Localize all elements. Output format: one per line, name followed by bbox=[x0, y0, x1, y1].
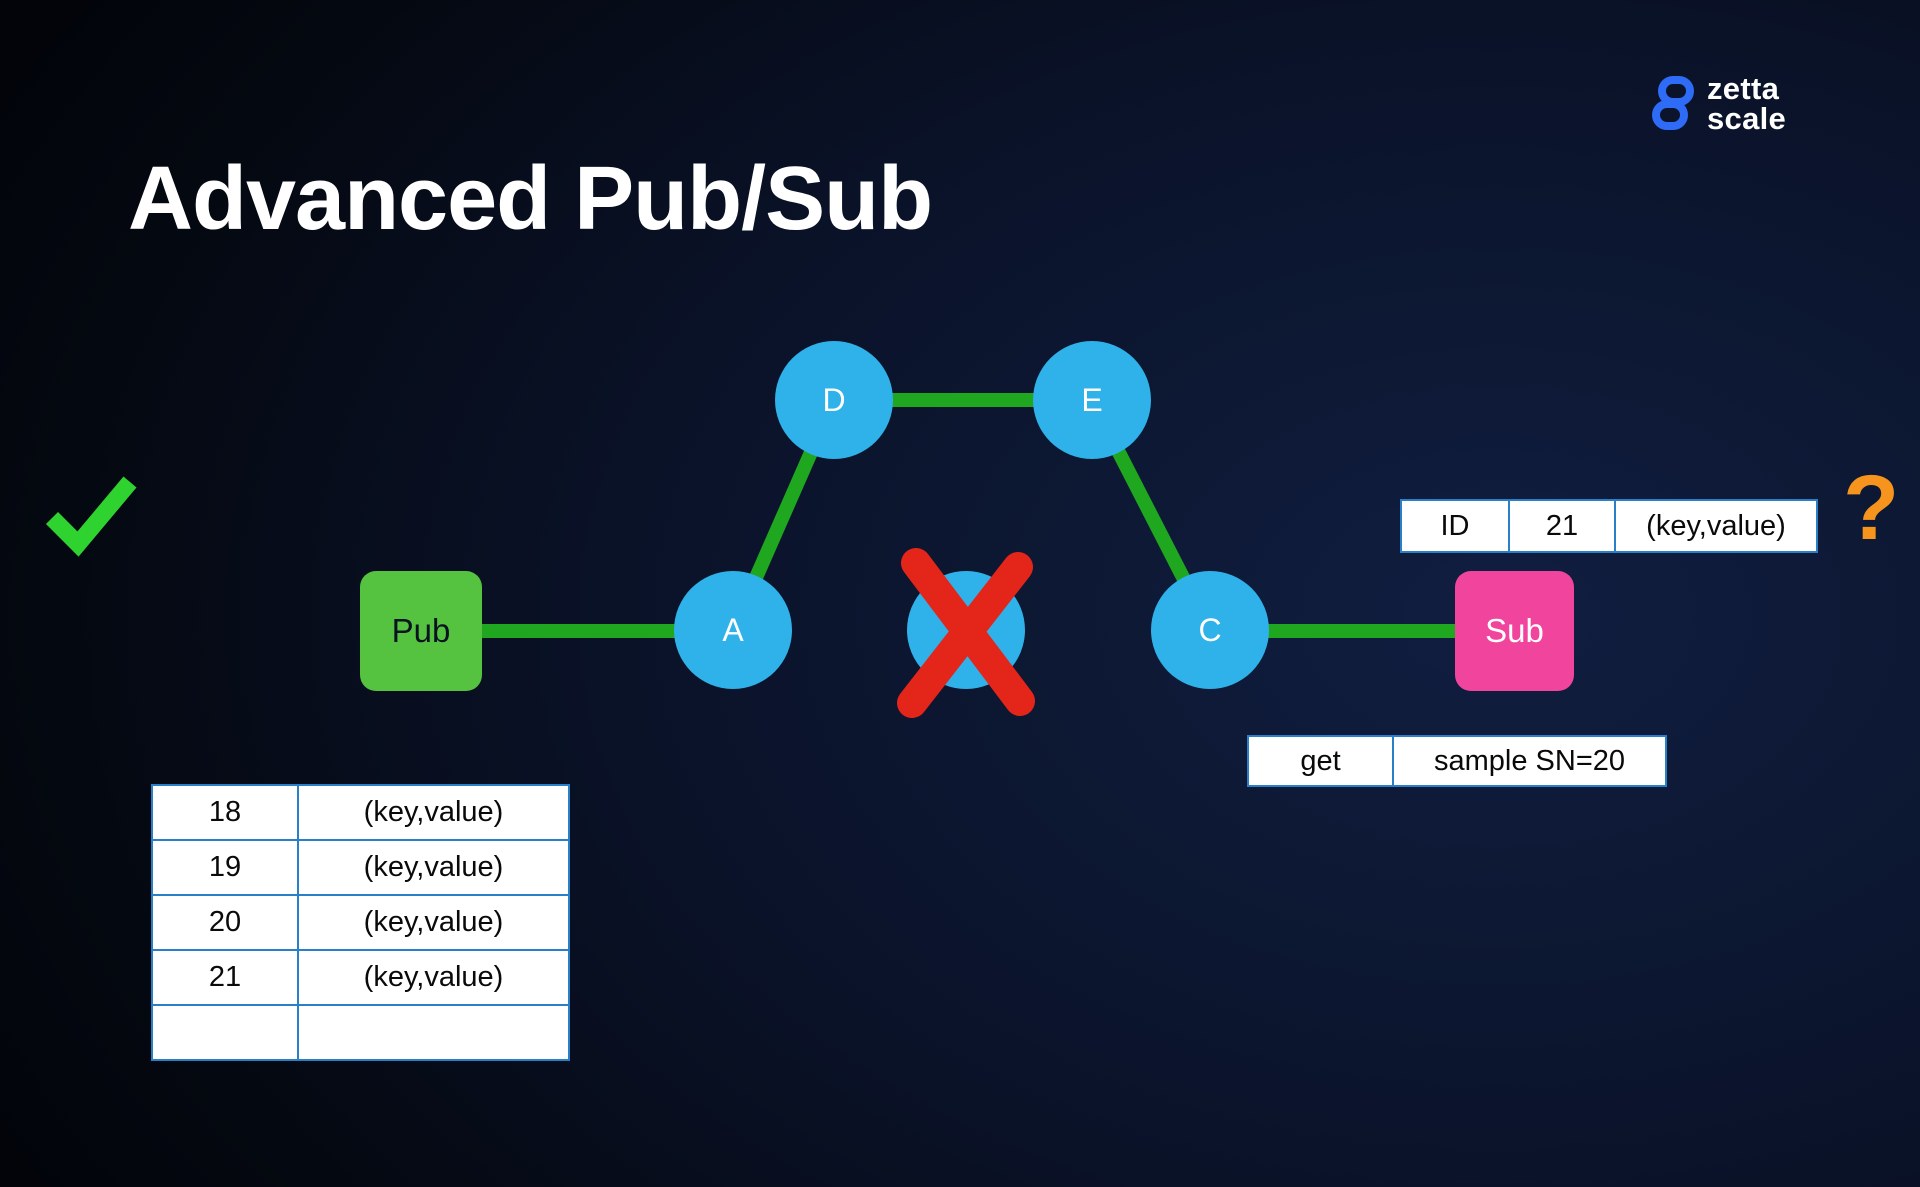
node-d-label: D bbox=[822, 381, 846, 418]
table-row-empty bbox=[153, 1006, 568, 1059]
value-cell: (key,value) bbox=[363, 906, 504, 938]
table-row: 19 (key,value) bbox=[153, 841, 568, 896]
zettascale-logo-icon bbox=[1652, 75, 1694, 130]
node-sub-label: Sub bbox=[1485, 612, 1544, 649]
node-pub-label: Pub bbox=[391, 612, 451, 649]
node-e-label: E bbox=[1081, 381, 1103, 418]
value-cell: (key,value) bbox=[363, 851, 504, 883]
node-sub: Sub bbox=[1455, 571, 1574, 691]
sn-cell: 21 bbox=[153, 951, 299, 1004]
x-mark-icon bbox=[897, 548, 1035, 718]
table-row: 18 (key,value) bbox=[153, 786, 568, 841]
sn-cell bbox=[153, 1006, 299, 1059]
get-cell: get bbox=[1249, 737, 1394, 785]
sn-cell: 20 bbox=[153, 896, 299, 949]
value-cell bbox=[299, 1006, 568, 1059]
check-icon bbox=[45, 476, 137, 557]
sample-cell: sample SN=20 bbox=[1433, 744, 1626, 777]
zettascale-logo-text: zetta scale bbox=[1707, 71, 1787, 136]
id-table: ID 21 (key,value) bbox=[1400, 499, 1818, 553]
id-table-header-cell: ID bbox=[1402, 501, 1510, 551]
id-table-value-cell: (key,value) bbox=[1646, 509, 1786, 542]
table-row: 21 (key,value) bbox=[153, 951, 568, 1006]
zettascale-logo: zetta scale bbox=[1650, 71, 1787, 136]
value-cell: (key,value) bbox=[363, 961, 504, 993]
sn-cell: 19 bbox=[153, 841, 299, 894]
table-row: 20 (key,value) bbox=[153, 896, 568, 951]
node-e: E bbox=[1033, 341, 1151, 459]
sn-cell: 18 bbox=[153, 786, 299, 839]
logo-word-scale: scale bbox=[1707, 100, 1787, 136]
question-mark: ? bbox=[1843, 457, 1900, 559]
node-a-label: A bbox=[722, 611, 744, 648]
page-title: Advanced Pub/Sub bbox=[128, 149, 933, 249]
logo-word-zetta: zetta bbox=[1707, 71, 1780, 106]
node-pub: Pub bbox=[360, 571, 482, 691]
get-query-table: get sample SN=20 bbox=[1247, 735, 1667, 787]
node-c: C bbox=[1151, 571, 1269, 689]
value-cell: (key,value) bbox=[363, 796, 504, 828]
node-a: A bbox=[674, 571, 792, 689]
node-c-label: C bbox=[1198, 611, 1222, 648]
id-table-sn-cell: 21 bbox=[1510, 501, 1616, 551]
node-d: D bbox=[775, 341, 893, 459]
history-table: 18 (key,value) 19 (key,value) 20 (key,va… bbox=[151, 784, 570, 1061]
